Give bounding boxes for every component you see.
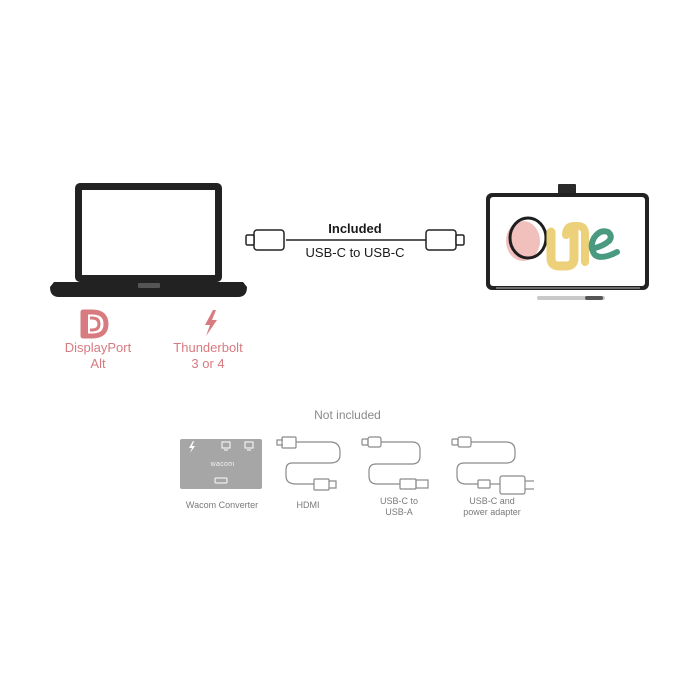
converter-monitor-icon [221,441,231,449]
converter-brand: wacom [210,461,235,468]
usb-c-power-adapter [451,436,534,495]
power-adapter-label-line2: power adapter [463,507,521,517]
not-included-heading: Not included [314,408,381,422]
usb-a-label: USB-C to USB-A [364,496,434,518]
converter-lightning-icon [189,441,195,453]
hdmi-label-line1: HDMI [296,500,320,510]
thunderbolt-label: Thunderbolt 3 or 4 [158,340,258,372]
displayport-label: DisplayPort Alt [48,340,148,372]
converter-monitor-icon [244,441,254,449]
included-heading: Included [328,221,382,236]
thunderbolt-label-line2: 3 or 4 [191,356,225,371]
thunderbolt-label-line1: Thunderbolt [173,340,243,355]
usb-c-to-usb-a-cable [361,436,429,490]
usb-a-label-line2: USB-A [385,507,413,517]
laptop [50,183,247,297]
one-logo-artwork [506,216,620,271]
lightning-icon [205,310,217,336]
displayport-label-line1: DisplayPort [64,340,132,355]
included-cable-label: USB-C to USB-C [305,245,405,260]
power-adapter-label-line1: USB-C and [469,496,515,506]
converter-port [214,477,228,484]
usb-c-cable [245,229,465,251]
power-adapter-label: USB-C and power adapter [452,496,532,518]
hdmi-cable [276,436,341,491]
displayport-label-line2: Alt [90,356,106,371]
displayport-icon [80,309,109,339]
hdmi-label: HDMI [288,500,328,511]
converter-label: Wacom Converter [185,500,259,510]
wacom-converter [180,439,262,489]
usb-a-label-line1: USB-C to [379,496,418,506]
